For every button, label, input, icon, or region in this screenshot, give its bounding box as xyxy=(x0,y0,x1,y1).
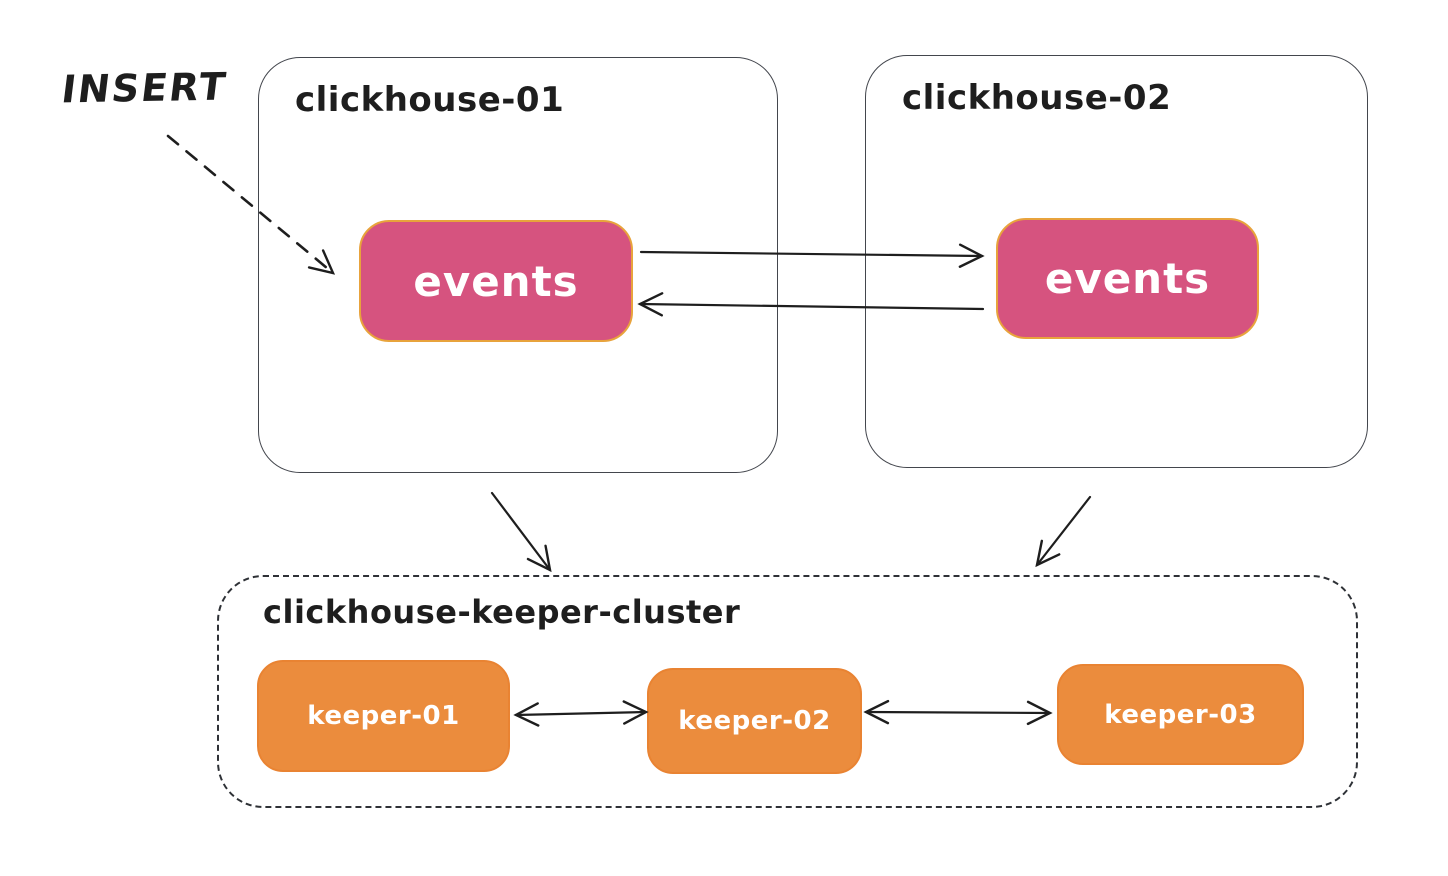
node-events-table-1-label: events xyxy=(413,256,579,306)
node-keeper-02-label: keeper-02 xyxy=(678,706,831,736)
node-keeper-03-label: keeper-03 xyxy=(1104,699,1257,730)
node-keeper-02: keeper-02 xyxy=(647,668,862,774)
insert-label: INSERT xyxy=(59,64,230,112)
clickhouse-02-to-keeper-arrow xyxy=(1035,495,1092,568)
node-clickhouse-02: clickhouse-02 events xyxy=(865,55,1368,468)
node-events-table-2: events xyxy=(996,218,1259,339)
node-keeper-01: keeper-01 xyxy=(257,660,510,772)
node-keeper-cluster-label: clickhouse-keeper-cluster xyxy=(263,593,741,631)
node-events-table-2-label: events xyxy=(1044,254,1211,303)
node-keeper-03: keeper-03 xyxy=(1057,664,1304,765)
node-keeper-01-label: keeper-01 xyxy=(307,701,460,731)
node-clickhouse-02-label: clickhouse-02 xyxy=(902,78,1172,118)
node-events-table-1: events xyxy=(359,220,633,342)
node-clickhouse-01-label: clickhouse-01 xyxy=(295,80,565,120)
node-clickhouse-01: clickhouse-01 events xyxy=(258,57,778,473)
clickhouse-01-to-keeper-arrow xyxy=(490,491,552,573)
node-keeper-cluster: clickhouse-keeper-cluster keeper-01 keep… xyxy=(217,575,1358,808)
